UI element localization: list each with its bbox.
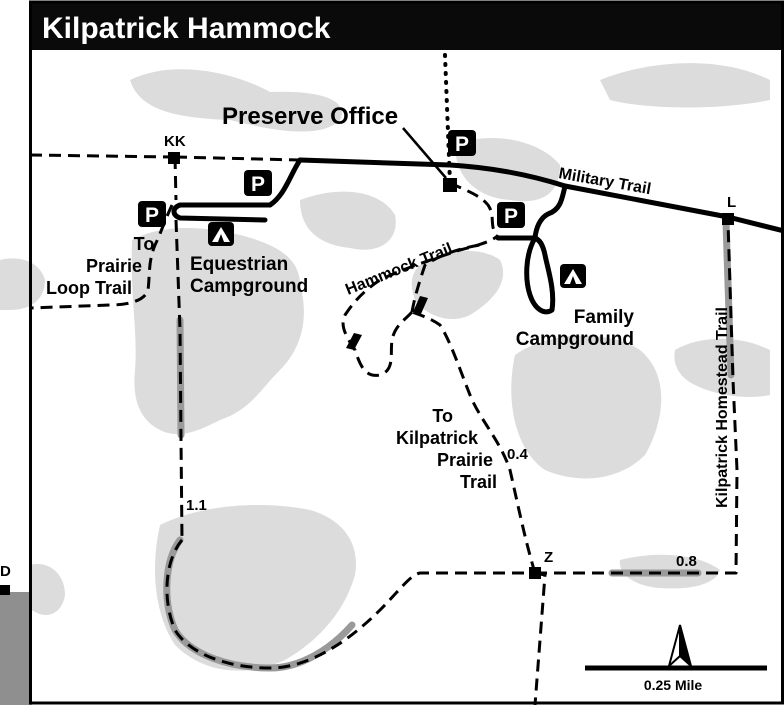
distance-prairie-leg: 0.4 — [507, 446, 529, 463]
to-kilpatrick-label-line4: Trail — [460, 472, 497, 492]
trail-kk-east — [174, 155, 301, 162]
preserve-office-label: Preserve Office — [222, 103, 398, 130]
dashed-trails — [29, 153, 739, 705]
equestrian-campground-label-line2: Campground — [190, 276, 308, 297]
parking-icon: P — [448, 130, 476, 156]
adjacent-map-band — [0, 592, 32, 705]
equestrian-campground-road — [171, 157, 303, 223]
title-bar — [30, 2, 784, 50]
waypoint-l-label: L — [727, 194, 736, 211]
parking-icon: P — [497, 202, 525, 228]
trail-kk-south — [173, 156, 178, 201]
to-prairie-label-line3: Loop Trail — [46, 278, 132, 298]
preserve-office-pointer — [402, 127, 447, 179]
equestrian-campground-label-line1: Equestrian — [190, 254, 288, 275]
family-campground-label-line1: Family — [574, 307, 635, 328]
waypoint-z-label: Z — [544, 549, 553, 566]
parking-icon: P — [138, 201, 166, 227]
hammock-areas — [0, 63, 770, 671]
trail-dotted-north — [443, 53, 452, 185]
scale-bar-label: 0.25 Mile — [644, 677, 703, 693]
waypoint-z-marker — [529, 567, 541, 579]
scale-bar-label-box — [633, 672, 713, 694]
trail-west-kk — [29, 153, 176, 159]
waypoint-kk-label: KK — [164, 133, 186, 150]
map-frame — [29, 0, 784, 705]
scale-bar: 0.25 Mile — [585, 665, 767, 694]
map-title: Kilpatrick Hammock — [42, 12, 331, 45]
to-kilpatrick-label-line3: Prairie — [437, 450, 493, 470]
bridge-icon — [346, 333, 362, 350]
waypoint-d-marker — [0, 585, 10, 595]
parking-icon-label: P — [455, 133, 469, 156]
trail-west-leg — [174, 219, 184, 541]
family-campground-road-a — [495, 183, 568, 241]
family-campground-loop — [524, 235, 556, 315]
parking-icon-label: P — [504, 205, 518, 228]
tent-icon — [208, 222, 234, 246]
waypoint-l-marker — [722, 213, 734, 225]
trail-to-kilpatrick-prairie — [411, 310, 537, 574]
waypoint-kk-marker — [168, 152, 180, 164]
to-prairie-label-line1: To — [134, 234, 155, 254]
trail-south-loop — [165, 539, 535, 670]
to-prairie-label-line2: Prairie — [86, 256, 142, 276]
preserve-office-marker — [443, 178, 457, 192]
parking-icon-label: P — [145, 204, 159, 227]
to-kilpatrick-label-line1: To — [432, 406, 453, 426]
tent-icon — [560, 264, 586, 288]
homestead-trail-label: Kilpatrick Homestead Trail — [714, 307, 731, 508]
bridge-icon — [413, 296, 428, 314]
trail-office-connector — [449, 181, 497, 233]
roads — [171, 157, 784, 315]
trail-homestead — [535, 221, 739, 575]
trail-to-prairie-loop — [29, 204, 174, 310]
distance-west-leg: 1.1 — [186, 497, 207, 514]
trail-hammock-spur — [410, 243, 481, 313]
trail-hammock-loop — [341, 234, 500, 377]
north-arrow-icon — [667, 624, 693, 670]
distance-south-leg: 0.8 — [676, 553, 697, 570]
waypoint-d-label: D — [0, 563, 11, 580]
parking-icon-label: P — [251, 173, 265, 196]
to-kilpatrick-label-line2: Kilpatrick — [396, 428, 479, 448]
parking-icon: P — [244, 170, 272, 196]
family-campground-label-line2: Campground — [516, 329, 634, 350]
